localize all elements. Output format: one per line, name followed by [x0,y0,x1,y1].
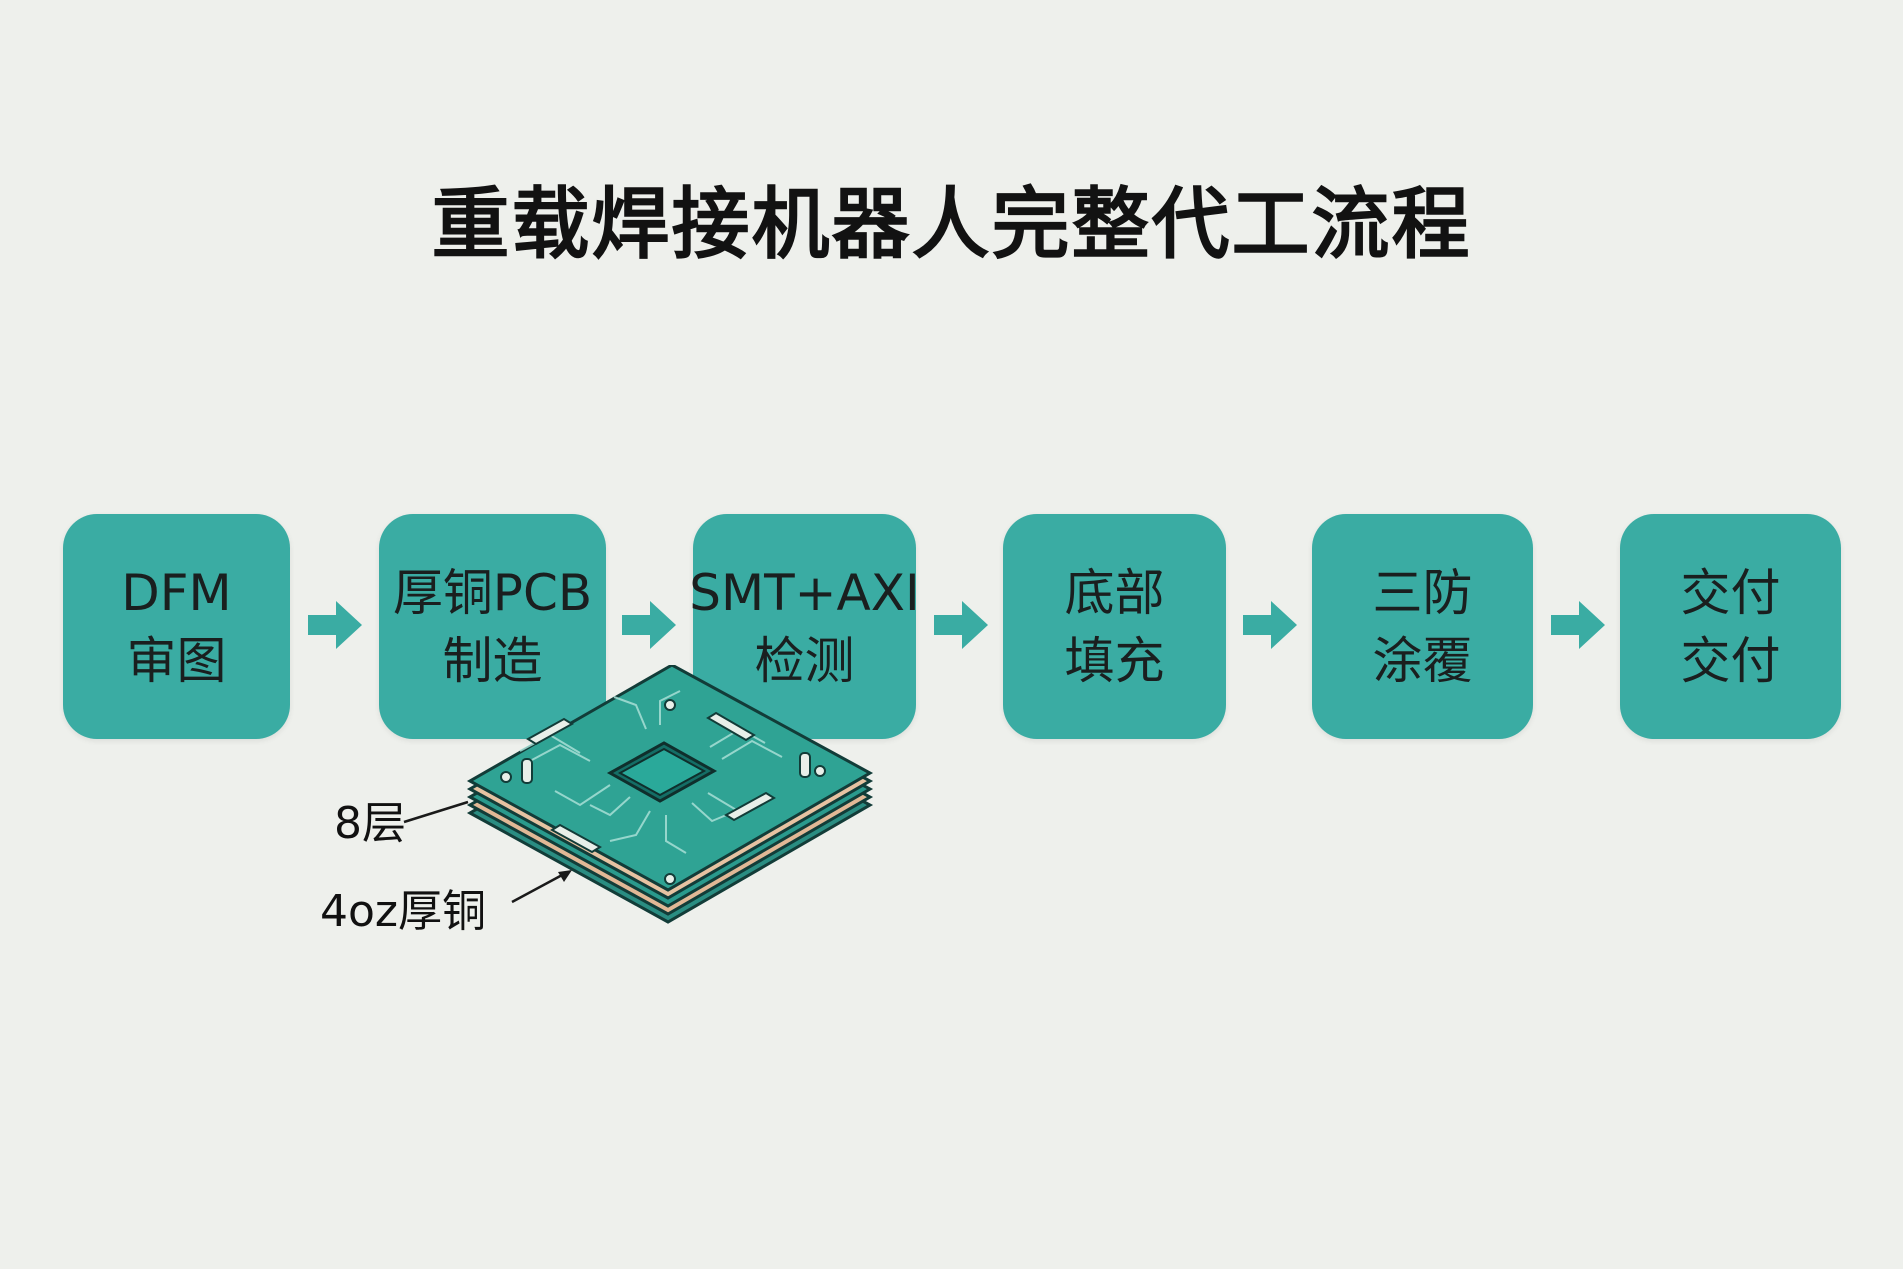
layer-count-label: 8层 [334,798,406,849]
step-conformal-coating: 三防 涂覆 [1312,514,1533,739]
step-line1: 底部 [1064,563,1165,622]
leader-arrow-copper [511,870,572,904]
page-title: 重载焊接机器人完整代工流程 [431,180,1472,270]
step-line1: 三防 [1372,563,1473,622]
arrow-right-icon [308,601,362,649]
pcb-board-icon [466,665,874,924]
step-line1: SMT+AXI [689,563,920,622]
step-line2: 交付 [1680,631,1781,690]
copper-weight-label: 4oz厚铜 [320,886,487,937]
step-line2: 制造 [442,631,543,690]
step-line2: 检测 [754,631,855,690]
step-dfm-review: DFM 审图 [63,514,290,739]
leader-line-layers [403,800,469,824]
step-line2: 审图 [126,631,227,690]
step-line2: 涂覆 [1372,631,1473,690]
arrow-right-icon [1551,601,1605,649]
arrow-right-icon [934,601,988,649]
arrow-right-icon [1243,601,1297,649]
step-underfill: 底部 填充 [1003,514,1226,739]
step-delivery: 交付 交付 [1620,514,1841,739]
step-line1: 交付 [1680,563,1781,622]
step-line2: 填充 [1064,631,1165,690]
step-line1: DFM [121,563,232,622]
step-line1: 厚铜PCB [392,563,593,622]
arrow-right-icon [622,601,676,649]
step-heavy-copper-pcb: 厚铜PCB 制造 [379,514,606,739]
